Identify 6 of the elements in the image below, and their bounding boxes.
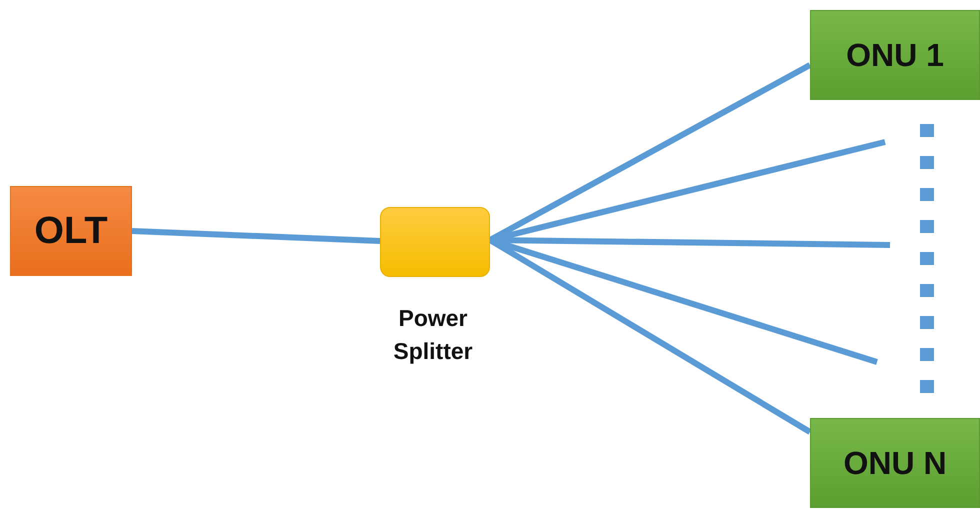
node-label: Power Splitter — [392, 304, 474, 366]
device-box: OLT — [10, 186, 132, 276]
device-box: ONU 1 — [810, 10, 980, 100]
device-box: ONU N — [810, 418, 980, 508]
fiber-line — [132, 228, 380, 244]
splitter-box — [380, 207, 490, 277]
